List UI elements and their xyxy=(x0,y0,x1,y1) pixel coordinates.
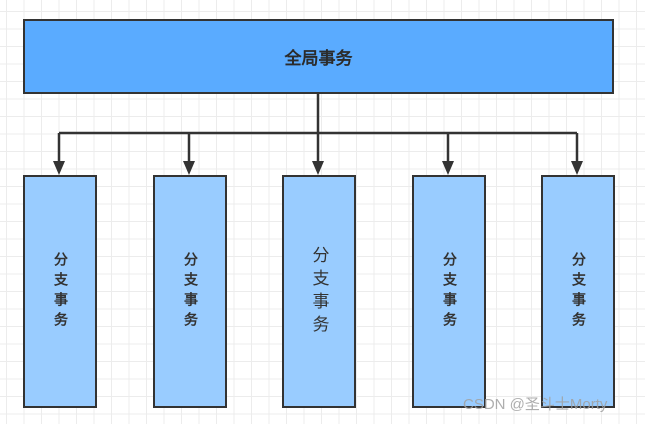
branch-transaction-label: 分支事务 xyxy=(308,245,329,338)
branch-transaction-label: 分支事务 xyxy=(52,251,68,332)
branch-transaction-node-1: 分支事务 xyxy=(23,175,97,408)
arrowhead-icon xyxy=(442,161,454,175)
branch-transaction-node-2: 分支事务 xyxy=(153,175,227,408)
branch-transaction-node-3: 分支事务 xyxy=(282,175,356,408)
global-transaction-label: 全局事务 xyxy=(284,49,353,69)
arrowhead-icon xyxy=(571,161,583,175)
global-transaction-node: 全局事务 xyxy=(23,19,614,94)
arrowhead-icon xyxy=(53,161,65,175)
watermark: CSDN @圣斗士Morty xyxy=(463,396,608,413)
branch-transaction-label: 分支事务 xyxy=(182,251,198,332)
branch-transaction-node-5: 分支事务 xyxy=(541,175,615,408)
arrowhead-icon xyxy=(183,161,195,175)
arrowhead-icon xyxy=(312,161,324,175)
branch-transaction-label: 分支事务 xyxy=(570,251,586,332)
branch-transaction-label: 分支事务 xyxy=(441,251,457,332)
branch-transaction-node-4: 分支事务 xyxy=(412,175,486,408)
